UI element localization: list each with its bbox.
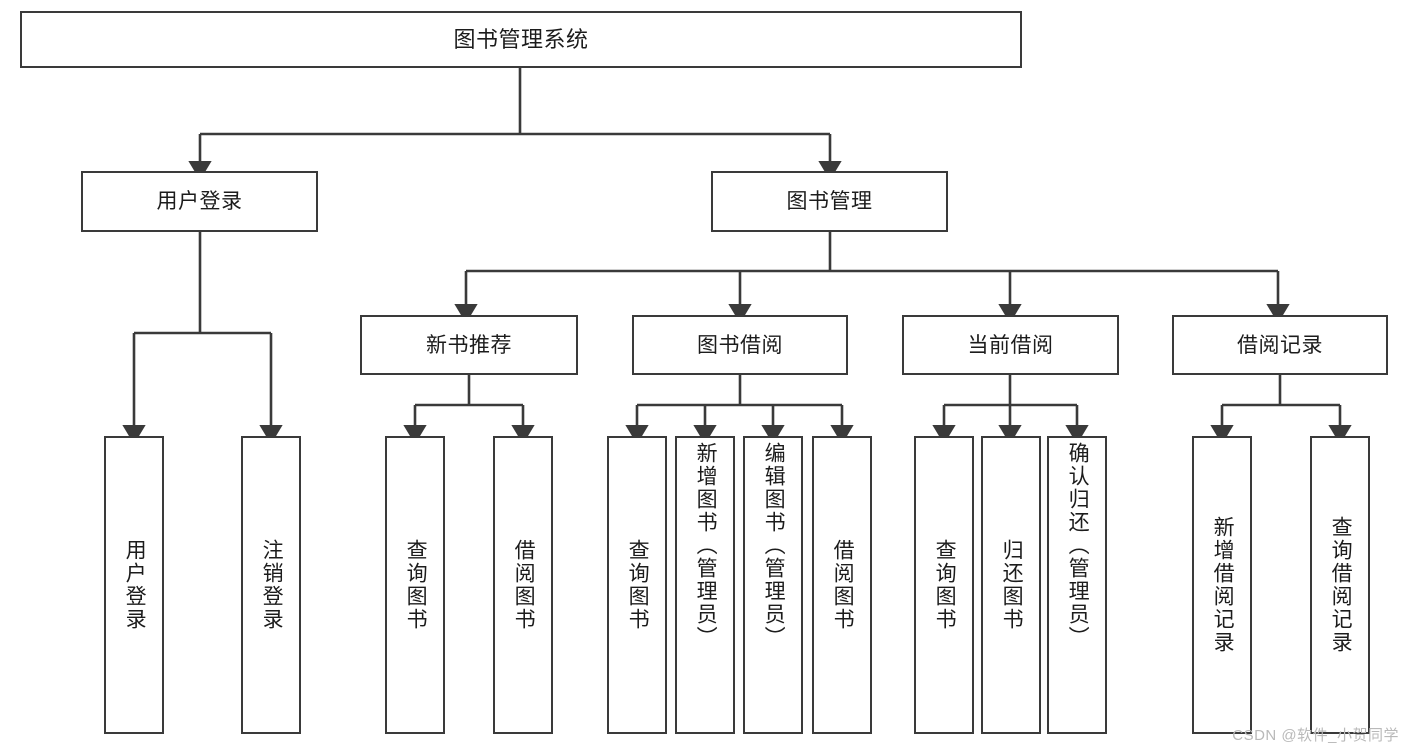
leaf-confirm-return-admin[interactable]: 确认归还（管理员） bbox=[1047, 436, 1107, 734]
node-label: 确认归还（管理员） bbox=[1066, 442, 1090, 649]
node-user-login[interactable]: 用户登录 bbox=[81, 171, 318, 232]
node-label: 编辑图书（管理员） bbox=[762, 442, 786, 649]
node-label: 新书推荐 bbox=[426, 333, 512, 357]
watermark: CSDN @软件_小贺同学 bbox=[1232, 727, 1399, 744]
node-label: 图书管理 bbox=[786, 190, 873, 213]
node-label: 用户登录 bbox=[156, 190, 243, 213]
leaf-query-borrow-record[interactable]: 查询借阅记录 bbox=[1310, 436, 1370, 734]
node-label: 查询图书 bbox=[626, 539, 650, 631]
leaf-add-book-admin[interactable]: 新增图书（管理员） bbox=[675, 436, 735, 734]
node-label: 借阅图书 bbox=[831, 539, 855, 631]
node-label: 用户登录 bbox=[123, 539, 147, 631]
node-root-system[interactable]: 图书管理系统 bbox=[20, 11, 1022, 68]
node-label: 当前借阅 bbox=[967, 333, 1054, 357]
node-label: 查询图书 bbox=[404, 539, 428, 631]
leaf-add-borrow-record[interactable]: 新增借阅记录 bbox=[1192, 436, 1252, 734]
leaf-borrow-book[interactable]: 借阅图书 bbox=[812, 436, 872, 734]
node-label: 查询图书 bbox=[933, 539, 957, 631]
leaf-user-login[interactable]: 用户登录 bbox=[104, 436, 164, 734]
node-book-borrow[interactable]: 图书借阅 bbox=[632, 315, 848, 375]
leaf-query-book-recommend[interactable]: 查询图书 bbox=[385, 436, 445, 734]
node-current-borrow[interactable]: 当前借阅 bbox=[902, 315, 1119, 375]
node-borrow-record[interactable]: 借阅记录 bbox=[1172, 315, 1388, 375]
node-label: 图书管理系统 bbox=[453, 26, 589, 52]
node-book-management[interactable]: 图书管理 bbox=[711, 171, 948, 232]
node-label: 注销登录 bbox=[260, 539, 284, 631]
leaf-edit-book-admin[interactable]: 编辑图书（管理员） bbox=[743, 436, 803, 734]
node-label: 借阅记录 bbox=[1237, 333, 1323, 357]
leaf-borrow-book-recommend[interactable]: 借阅图书 bbox=[493, 436, 553, 734]
node-label: 查询借阅记录 bbox=[1329, 516, 1353, 654]
node-label: 新增借阅记录 bbox=[1211, 516, 1235, 654]
node-label: 归还图书 bbox=[1000, 539, 1024, 631]
node-label: 新增图书（管理员） bbox=[694, 442, 718, 649]
leaf-user-logout[interactable]: 注销登录 bbox=[241, 436, 301, 734]
node-label: 图书借阅 bbox=[697, 333, 783, 357]
node-new-book-recommend[interactable]: 新书推荐 bbox=[360, 315, 578, 375]
node-label: 借阅图书 bbox=[512, 539, 536, 631]
leaf-query-book-current[interactable]: 查询图书 bbox=[914, 436, 974, 734]
leaf-return-book[interactable]: 归还图书 bbox=[981, 436, 1041, 734]
leaf-query-book-borrow[interactable]: 查询图书 bbox=[607, 436, 667, 734]
